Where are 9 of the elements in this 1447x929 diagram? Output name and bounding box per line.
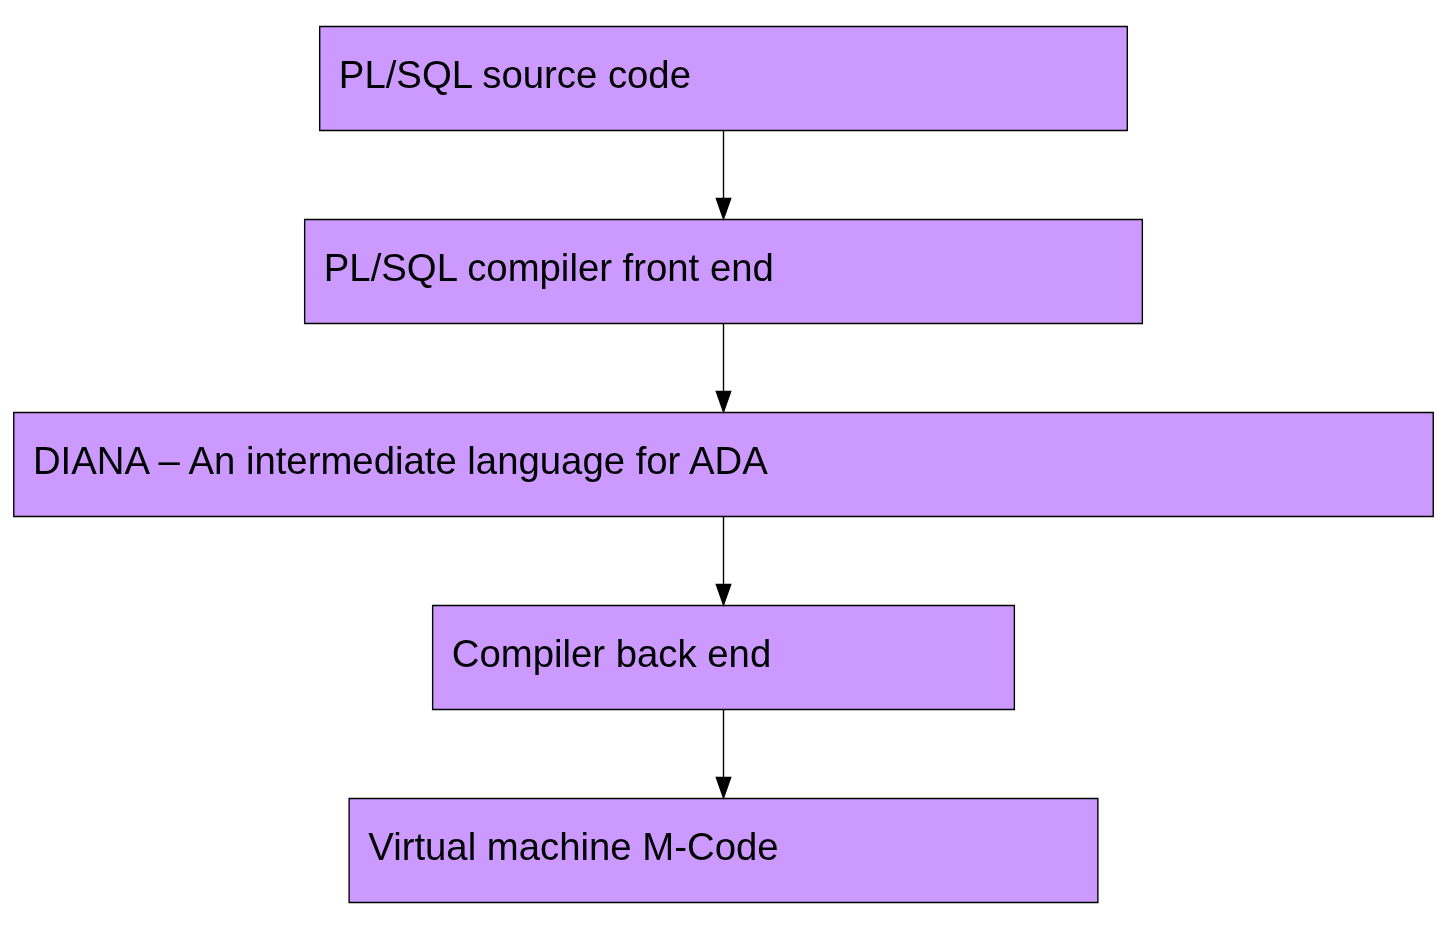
arrow — [715, 323, 732, 415]
arrow — [715, 709, 732, 801]
node-box: PL/SQL source code — [319, 25, 1128, 132]
node-box: DIANA – An intermediate language for ADA — [13, 411, 1434, 518]
node-box: Compiler back end — [431, 604, 1016, 711]
arrow — [715, 516, 732, 608]
node-box: PL/SQL compiler front end — [303, 218, 1144, 325]
node-box: Virtual machine M-Code — [348, 797, 1099, 904]
arrow — [715, 130, 732, 222]
